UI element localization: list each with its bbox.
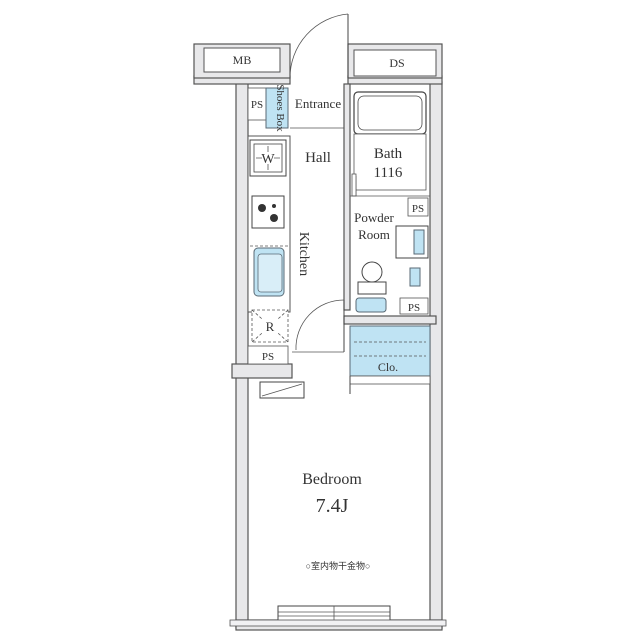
mb-label: MB (233, 53, 252, 67)
ps-label-entrance: PS (251, 99, 263, 111)
bedroom-door (292, 299, 345, 353)
ds-label: DS (389, 56, 404, 70)
vanity-basin (413, 229, 425, 255)
shoes-box-label: Shoes Box (274, 84, 286, 132)
walls (193, 75, 443, 631)
drying-rack-note: ○室内物干金物○ (306, 560, 371, 571)
bedroom: Bedroom 7.4J ○室内物干金物○ (229, 381, 447, 627)
bedroom-size-label: 7.4J (316, 495, 349, 517)
powder-label-line1: Powder (354, 210, 394, 225)
powder-label-line2: Room (358, 227, 390, 242)
bedroom-label: Bedroom (302, 471, 362, 488)
hall-label: Hall (305, 150, 331, 166)
kitchen-label: Kitchen (296, 232, 311, 276)
bath-name-label: Bath (374, 146, 403, 162)
kitchen-area: W R PS Kitchen (247, 135, 311, 365)
closet-label: Clo. (378, 360, 398, 374)
entrance-label: Entrance (295, 96, 341, 111)
duct-space: DS (347, 43, 443, 79)
entrance-door (289, 13, 349, 79)
ps-label-powder-top: PS (412, 203, 424, 215)
towel-rack (409, 267, 421, 287)
meter-box: MB (193, 43, 291, 79)
washer-label: W (261, 152, 275, 167)
closet: Clo. (349, 325, 431, 394)
ps-label-powder-bottom: PS (408, 302, 420, 314)
powder-room: PS Powder Room PS (350, 195, 430, 315)
entrance-area: PS Shoes Box Entrance (247, 84, 344, 132)
bath-size-label: 1116 (374, 165, 403, 181)
ps-label-kitchen: PS (262, 351, 274, 363)
shoes-box (265, 87, 289, 129)
refrigerator-label: R (266, 319, 275, 334)
hand-basin (355, 297, 387, 313)
bathroom: Bath 1116 (351, 91, 427, 197)
